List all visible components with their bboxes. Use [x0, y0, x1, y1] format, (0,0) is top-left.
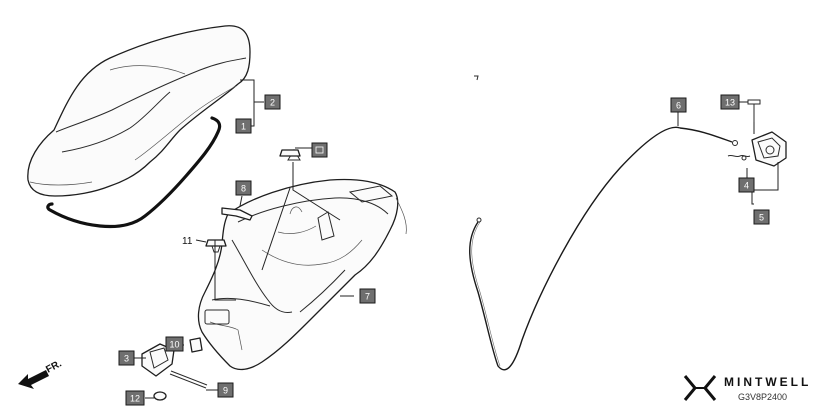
callout-10: 10: [165, 336, 184, 352]
brand-name: MINTWELL: [724, 375, 812, 389]
callout-4: 4: [738, 177, 755, 193]
callout-1-label: 1: [241, 122, 246, 132]
front-direction-label: FR.: [44, 358, 64, 375]
callout-3-label: 3: [124, 354, 129, 364]
callout-12-label: 12: [130, 394, 140, 404]
callout-2: 2: [264, 94, 281, 110]
mintwell-logo-icon: [683, 375, 717, 401]
luggage-box-icon: [197, 149, 407, 371]
callout-8-label: 8: [241, 184, 246, 194]
callout-13-label: 13: [725, 98, 735, 108]
callout-3: 3: [118, 350, 135, 366]
callout-5: 5: [753, 209, 770, 225]
seat-lock-icon: [727, 99, 787, 167]
seat-lock-cable-icon: [469, 75, 738, 371]
callout-6-label: 6: [676, 101, 681, 111]
seat-gasket-icon: [46, 116, 222, 229]
hardware-icons: [141, 149, 301, 401]
callout-12: 12: [125, 390, 145, 406]
callout-7-label: 7: [365, 292, 370, 302]
callout-10-label: 10: [169, 340, 179, 350]
callout-13: 13: [720, 94, 740, 110]
callout-5-label: 5: [759, 213, 764, 223]
callout-11-label: 11: [182, 236, 193, 247]
callout-9-label: 9: [223, 386, 228, 396]
diagram-code: G3V8P2400: [738, 392, 788, 402]
callout-7: 7: [359, 288, 376, 304]
callout-8: 8: [235, 180, 252, 196]
front-direction-marker: FR.: [18, 358, 64, 389]
callout-2-label: 2: [270, 98, 275, 108]
seat-icon: [27, 25, 251, 197]
callout-1: 1: [235, 118, 252, 134]
callout-13-box: [311, 142, 328, 158]
callout-6: 6: [670, 97, 687, 113]
callout-9: 9: [217, 382, 234, 398]
callout-4-label: 4: [744, 181, 749, 191]
callout-11: 11: [182, 236, 193, 247]
